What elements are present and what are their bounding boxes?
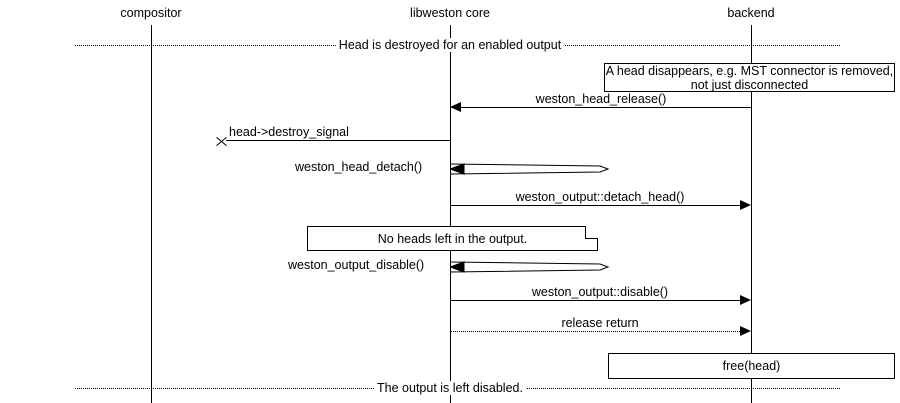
participant-label-libweston-core: libweston core (410, 6, 490, 20)
message-label-head-destroy-signal: head->destroy_signal (229, 125, 349, 139)
note-no-heads-left-text: No heads left in the output. (377, 231, 528, 246)
self-message-weston-head-detach (450, 160, 610, 184)
note-fold-corner-icon (585, 226, 598, 239)
arrowhead-right-release-return (740, 326, 751, 336)
lifeline-backend (751, 25, 752, 403)
message-line-weston-head-release (450, 107, 751, 108)
message-label-weston-head-detach: weston_head_detach() (295, 160, 423, 174)
note-no-heads-left: No heads left in the output. (307, 226, 598, 251)
message-line-head-destroy-signal (226, 140, 450, 141)
message-label-weston-output-detach-head: weston_output::detach_head() (515, 190, 685, 204)
lifeline-compositor (151, 25, 152, 403)
message-line-weston-output-disable (450, 300, 742, 301)
note-free-head: free(head) (608, 353, 895, 379)
arrowhead-left-weston-head-release (450, 102, 461, 112)
separator-text-bottom: The output is left disabled. (374, 381, 526, 395)
destroy-x-icon (215, 134, 228, 147)
message-label-weston-output-disable: weston_output::disable() (531, 285, 669, 299)
note-free-head-text: free(head) (722, 359, 781, 373)
note-mst-connector-text: A head disappears, e.g. MST connector is… (605, 63, 894, 92)
message-line-release-return (450, 331, 742, 332)
participant-label-backend: backend (727, 6, 775, 20)
separator-text-top: Head is destroyed for an enabled output (335, 38, 565, 52)
participant-label-compositor: compositor (120, 6, 182, 20)
message-line-weston-output-detach-head (450, 205, 742, 206)
arrowhead-right-weston-output-detach-head (740, 200, 751, 210)
lifeline-libweston-core (450, 25, 451, 403)
note-mst-connector: A head disappears, e.g. MST connector is… (604, 63, 895, 92)
message-label-weston-output-disable-call: weston_output_disable() (288, 258, 425, 272)
message-label-weston-head-release: weston_head_release() (535, 92, 667, 106)
arrowhead-right-weston-output-disable (740, 295, 751, 305)
self-message-weston-output-disable-call (450, 258, 610, 282)
message-label-release-return: release return (561, 316, 639, 330)
